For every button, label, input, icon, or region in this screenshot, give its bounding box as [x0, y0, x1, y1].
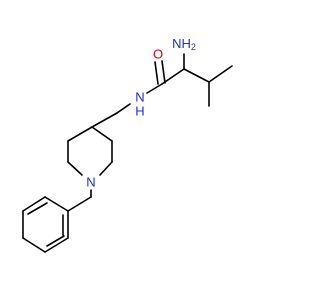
- bond-ph-inner-2: [46, 235, 65, 247]
- bond-c-nh: [146, 83, 163, 94]
- bond-ph-1: [44, 196, 69, 212]
- carbonyl-oxygen-label: O: [153, 47, 163, 62]
- structure-canvas: NH2 O N H N: [22, 36, 233, 253]
- bond-ring-1: [91, 126, 113, 142]
- bond-ph-4: [22, 237, 46, 253]
- molecule-structure: NH2 O N H N: [22, 36, 233, 253]
- bond-carbonyl-b: [154, 61, 159, 85]
- bond-ch2-c4: [91, 112, 118, 128]
- amide-nitrogen-label: N: [135, 90, 144, 105]
- bond-ph-2: [22, 196, 46, 212]
- atom-labels: NH2 O N H N: [86, 36, 196, 190]
- bond-ring-3: [99, 161, 113, 176]
- bond-lines: [22, 53, 233, 253]
- ring-nitrogen-label: N: [86, 175, 95, 190]
- bond-ph-inner-1: [27, 202, 48, 215]
- bond-ring-4: [67, 161, 83, 176]
- bond-c-calpha: [161, 68, 185, 85]
- bond-carbonyl-a: [161, 60, 166, 84]
- amine-label: NH2: [172, 36, 196, 53]
- bond-ch-methyl-top: [208, 65, 233, 83]
- bond-ph-5: [44, 237, 69, 253]
- bond-ch2-phenyl: [67, 196, 92, 212]
- amide-hydrogen-label: H: [135, 104, 144, 119]
- bond-ring-6: [67, 126, 93, 142]
- bond-nh-ch2: [116, 103, 131, 114]
- bond-calpha-ch: [183, 68, 210, 83]
